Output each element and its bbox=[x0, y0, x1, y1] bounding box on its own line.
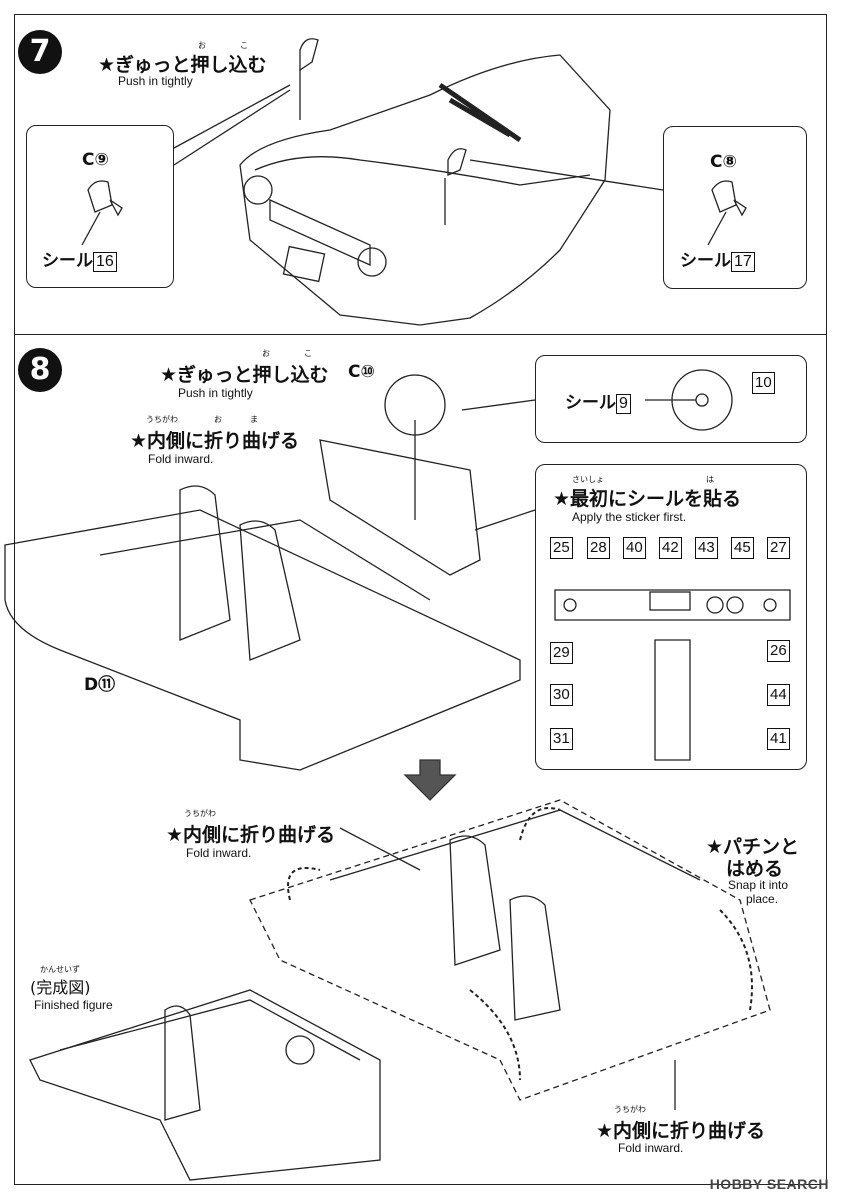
sticker-furigana-ha: は bbox=[706, 475, 714, 484]
finished-furigana: かんせいず bbox=[40, 965, 80, 974]
step7-number: 7 bbox=[18, 30, 62, 74]
fold2-furigana: うちがわ bbox=[184, 809, 216, 818]
sticker-instruction-en: Apply the sticker first. bbox=[572, 510, 687, 524]
fold-instruction-jp: ★内側に折り曲げる bbox=[130, 430, 300, 452]
fold2-instruction-jp: ★内側に折り曲げる bbox=[166, 824, 336, 846]
seal-label: シール bbox=[42, 251, 93, 271]
seal-label: シール bbox=[680, 251, 731, 271]
watermark: HOBBY SEARCH bbox=[709, 1176, 829, 1192]
snap-instruction-jp-2: はめる bbox=[726, 858, 784, 880]
sticker-furigana-saisho: さいしょ bbox=[572, 475, 604, 484]
step8-number: 8 bbox=[18, 348, 62, 392]
step8-push-jp: ★ぎゅっと押し込む bbox=[160, 364, 329, 386]
step8-furigana-o: お bbox=[262, 349, 270, 358]
seal-number-box: 17 bbox=[731, 252, 755, 272]
sticker-num-29: 29 bbox=[550, 642, 573, 664]
fold2-instruction-en: Fold inward. bbox=[186, 846, 252, 860]
fold-furigana-o: お bbox=[214, 415, 222, 424]
fold-instruction-en: Fold inward. bbox=[148, 452, 214, 466]
sticker-num-31: 31 bbox=[550, 728, 573, 750]
finished-figure-jp: (完成図) bbox=[30, 978, 91, 997]
snap-instruction-en-2: place. bbox=[746, 892, 779, 906]
step7-right-part: C⑧ bbox=[710, 152, 737, 172]
sticker-num-44: 44 bbox=[767, 684, 790, 706]
steering-seal-callout bbox=[535, 355, 807, 443]
step7-furigana-ko: こ bbox=[240, 41, 248, 50]
step7-instruction-jp: ★ぎゅっと押し込む bbox=[98, 54, 267, 76]
sticker-instruction-jp: ★最初にシールを貼る bbox=[553, 488, 742, 510]
sticker-num-41: 41 bbox=[767, 728, 790, 750]
fold3-furigana: うちがわ bbox=[614, 1105, 646, 1114]
fold-furigana-uchigawa: うちがわ bbox=[146, 415, 178, 424]
sticker-num-30: 30 bbox=[550, 684, 573, 706]
floor-part-label: D⑪ bbox=[84, 675, 116, 695]
sticker-num-26: 26 bbox=[767, 640, 790, 662]
finished-figure-en: Finished figure bbox=[34, 998, 113, 1012]
step8-furigana-ko: こ bbox=[304, 349, 312, 358]
fold-furigana-ma: ま bbox=[250, 415, 258, 424]
sticker-num-40: 40 bbox=[623, 537, 646, 559]
steering-part-label: C⑩ bbox=[348, 362, 375, 382]
step8-push-en: Push in tightly bbox=[178, 386, 253, 400]
seal-number-box: 9 bbox=[616, 394, 631, 414]
snap-instruction-en-1: Snap it into bbox=[728, 878, 789, 892]
step7-furigana-o: お bbox=[198, 41, 206, 50]
fold3-instruction-en: Fold inward. bbox=[618, 1141, 684, 1155]
sticker-num-28: 28 bbox=[587, 537, 610, 559]
sticker-num-27: 27 bbox=[767, 537, 790, 559]
sticker-num-43: 43 bbox=[695, 537, 718, 559]
step7-instruction-en: Push in tightly bbox=[118, 74, 193, 88]
seal-label: シール bbox=[565, 393, 616, 413]
sticker-num-25: 25 bbox=[550, 537, 573, 559]
seal-number-10: 10 bbox=[752, 372, 775, 394]
step7-left-part: C⑨ bbox=[82, 150, 109, 170]
sticker-num-45: 45 bbox=[731, 537, 754, 559]
fold3-instruction-jp: ★内側に折り曲げる bbox=[596, 1120, 766, 1142]
sticker-num-42: 42 bbox=[659, 537, 682, 559]
seal-number-box: 16 bbox=[93, 252, 117, 272]
